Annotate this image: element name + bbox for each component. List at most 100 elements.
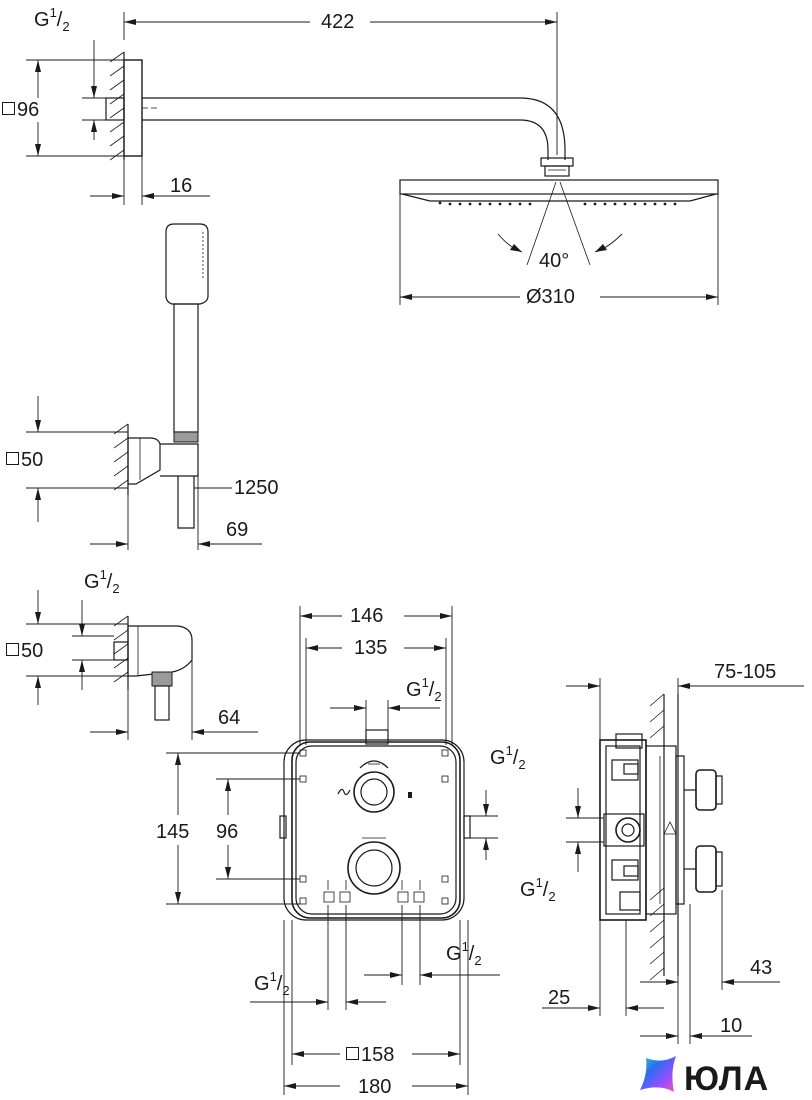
right-outlet xyxy=(463,815,471,839)
dim-25: 25 xyxy=(548,987,571,1009)
wall-hatch-arm xyxy=(109,51,125,161)
dim-180: 180 xyxy=(358,1076,392,1098)
dim-96-plate: 96 xyxy=(216,821,239,843)
thread-letter: G xyxy=(254,973,270,995)
elbow-connector xyxy=(113,641,129,661)
shower-head-bottom xyxy=(401,193,717,202)
valve-upper-core xyxy=(623,763,639,775)
thread-num: 1 xyxy=(535,875,543,890)
thread-label-elbow: G1/2 xyxy=(84,567,120,596)
thread-den: 2 xyxy=(474,953,482,968)
thread-den: 2 xyxy=(112,581,120,596)
brand-name: ЮЛА xyxy=(684,1060,770,1098)
holder-clip xyxy=(160,443,199,477)
dim-146: 146 xyxy=(350,605,384,627)
arm-joint xyxy=(544,165,570,177)
valve-upper xyxy=(611,759,639,781)
wall-elbow-assembly xyxy=(26,590,258,740)
arm-nut xyxy=(540,157,574,167)
thread-letter: G xyxy=(490,747,506,769)
side-inlet-block xyxy=(603,813,645,847)
dim-40deg: 40° xyxy=(539,250,570,272)
thread-num: 1 xyxy=(99,567,107,582)
square-icon xyxy=(6,643,19,657)
valve-lower-core xyxy=(623,865,639,877)
diverter-top xyxy=(359,760,389,769)
dim-16: 16 xyxy=(170,175,193,197)
shower-arm-assembly xyxy=(26,12,719,305)
dim-64: 64 xyxy=(218,707,241,729)
thread-label-arm: G1/2 xyxy=(34,5,70,34)
thread-label-bottom-right: G1/2 xyxy=(446,939,482,968)
mixer-front-view xyxy=(166,606,500,1095)
spray-line-right xyxy=(559,181,591,266)
top-outlet xyxy=(365,729,389,745)
holder-body xyxy=(127,437,161,485)
spray-line-left xyxy=(526,181,557,266)
box-outer xyxy=(283,739,465,921)
side-knob-upper xyxy=(695,769,717,811)
elbow-hose xyxy=(154,685,170,721)
warning-mark xyxy=(663,821,677,835)
dim-158-value: 158 xyxy=(361,1044,395,1066)
cover-plate-frame xyxy=(645,745,677,915)
cover-plate xyxy=(675,755,685,905)
thread-den: 2 xyxy=(548,889,556,904)
side-bottom-outlet xyxy=(619,891,641,911)
thermostat-knob xyxy=(347,841,401,895)
dim-158: 158 xyxy=(346,1045,394,1065)
dim-422: 422 xyxy=(321,11,355,33)
thread-den: 2 xyxy=(434,689,442,704)
thread-letter: G xyxy=(446,943,462,965)
dim-50-elbow: 50 xyxy=(6,641,43,661)
thread-letter: G xyxy=(84,571,100,593)
box-inner xyxy=(295,745,457,915)
arm-flange xyxy=(123,59,143,157)
thread-label-top: G1/2 xyxy=(406,675,442,704)
thread-letter: G xyxy=(520,879,536,901)
side-top-outlet xyxy=(615,733,643,749)
wall-hatch-holder xyxy=(113,423,129,495)
handset-grip xyxy=(173,303,199,433)
thermostat-knob-inner xyxy=(355,849,393,887)
hose xyxy=(177,476,195,529)
dim-50-elbow-value: 50 xyxy=(21,640,44,662)
dim-135: 135 xyxy=(354,637,388,659)
square-icon xyxy=(2,102,15,116)
thread-num: 1 xyxy=(49,5,57,20)
thread-den: 2 xyxy=(62,19,70,34)
mixer-side-view xyxy=(542,678,804,1044)
elbow-thread xyxy=(151,671,173,687)
thread-num: 1 xyxy=(269,969,277,984)
side-inlet-inner xyxy=(621,823,635,837)
shower-symbol xyxy=(337,788,351,796)
box-body-inner xyxy=(605,745,641,915)
wall-hatch-elbow xyxy=(113,615,129,690)
side-knob-upper-cap xyxy=(715,775,723,805)
mounting-screws xyxy=(299,749,449,905)
thread-num: 1 xyxy=(461,939,469,954)
dim-50-holder: 50 xyxy=(6,450,43,470)
thread-letter: G xyxy=(34,9,50,31)
valve-lower xyxy=(611,859,639,881)
dim-75-105: 75-105 xyxy=(714,661,777,683)
dim-145: 145 xyxy=(156,821,190,843)
box-plate xyxy=(291,741,461,919)
left-outlet xyxy=(279,815,287,839)
handset-head xyxy=(165,223,209,305)
dim-50-holder-value: 50 xyxy=(21,449,44,471)
dim-43: 43 xyxy=(750,957,773,979)
thread-label-bottom-left: G1/2 xyxy=(254,969,290,998)
arm-pipe-bottom xyxy=(142,119,549,160)
dim-10: 10 xyxy=(720,1015,743,1037)
arm-connector xyxy=(105,97,125,121)
side-inlet xyxy=(615,817,641,843)
wall-hatch-side xyxy=(649,693,679,981)
thread-label-right: G1/2 xyxy=(490,743,526,772)
thread-den: 2 xyxy=(282,983,290,998)
thread-label-side: G1/2 xyxy=(520,875,556,904)
bottom-connectors xyxy=(323,880,425,903)
thread-num: 1 xyxy=(505,743,513,758)
dim-1250: 1250 xyxy=(234,477,279,499)
